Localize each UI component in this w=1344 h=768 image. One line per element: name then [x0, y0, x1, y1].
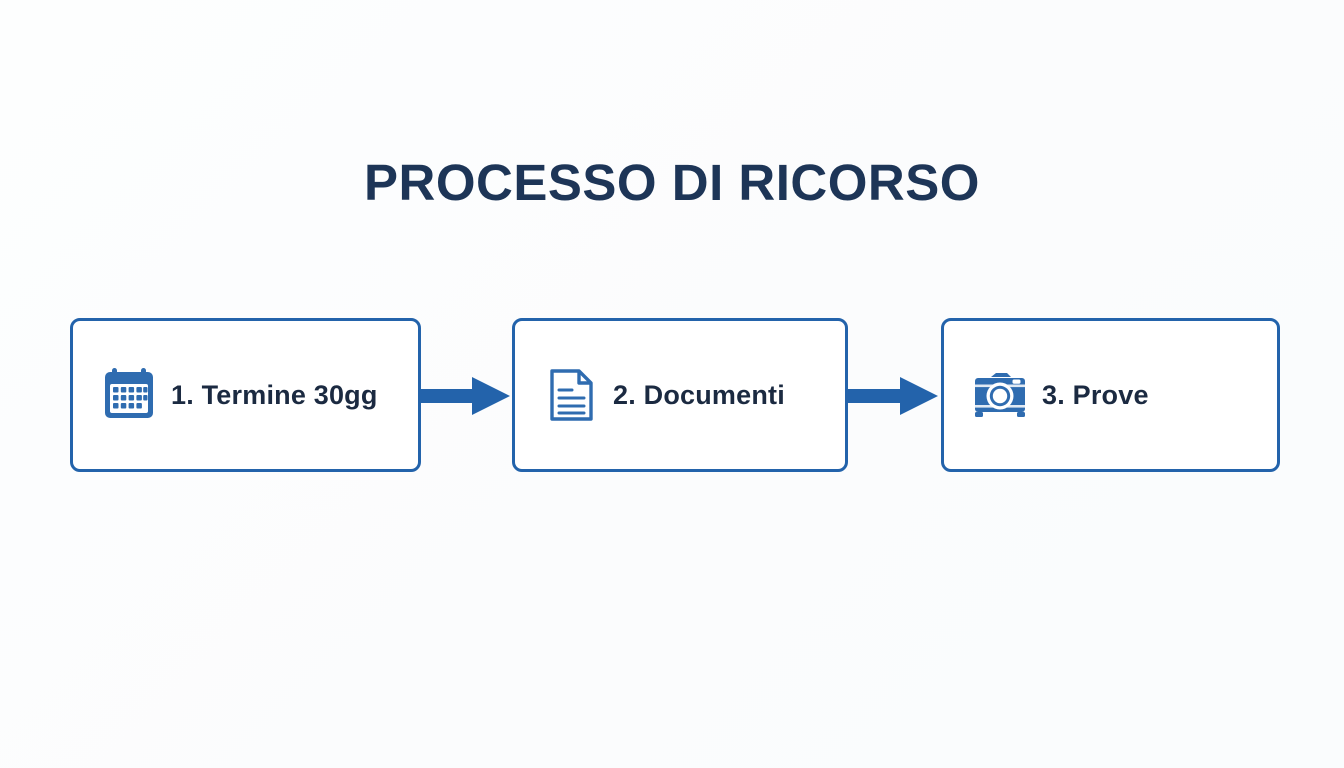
process-step-2-label: 2. Documenti — [613, 379, 785, 410]
step-content: 3. Prove — [944, 365, 1149, 425]
process-step-3[interactable]: 3. Prove — [941, 318, 1280, 472]
process-step-2[interactable]: 2. Documenti — [512, 318, 848, 472]
arrow-right-icon-1 — [420, 376, 512, 416]
process-flow-diagram: 1. Termine 30gg — [70, 318, 1280, 472]
process-step-3-label: 3. Prove — [1042, 379, 1149, 410]
document-icon — [541, 365, 601, 425]
step-content: 1. Termine 30gg — [73, 365, 378, 425]
step-content: 2. Documenti — [515, 365, 785, 425]
process-step-1[interactable]: 1. Termine 30gg — [70, 318, 421, 472]
arrow-right-icon-2 — [848, 376, 940, 416]
page-title: PROCESSO DI RICORSO — [364, 154, 980, 211]
calendar-icon — [99, 365, 159, 425]
camera-icon — [970, 365, 1030, 425]
process-step-1-label: 1. Termine 30gg — [171, 379, 378, 410]
